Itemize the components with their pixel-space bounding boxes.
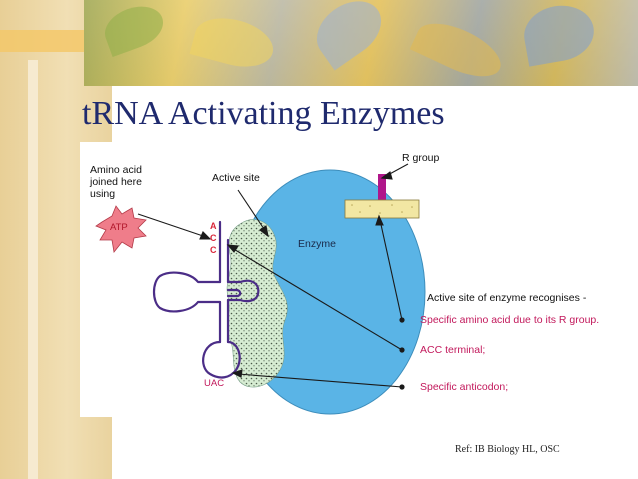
slide-title: tRNA Activating Enzymes bbox=[82, 95, 445, 132]
banner-leaf-2 bbox=[189, 10, 279, 75]
label-acc-c1: C bbox=[210, 233, 217, 243]
label-enzyme: Enzyme bbox=[298, 238, 336, 250]
bullet-acc bbox=[399, 347, 405, 353]
amino-acid-block bbox=[344, 199, 420, 219]
floral-banner bbox=[84, 0, 638, 88]
label-recognises-heading: Active site of enzyme recognises - bbox=[427, 292, 587, 304]
label-acc-c2: C bbox=[210, 245, 217, 255]
label-point-acc: ACC terminal; bbox=[420, 344, 486, 356]
amino-block-texture bbox=[351, 204, 413, 214]
banner-leaf-3 bbox=[305, 0, 393, 71]
bullet-amino-acid bbox=[399, 317, 405, 323]
left-decorative-band bbox=[28, 60, 38, 479]
label-r-group: R group bbox=[402, 152, 440, 164]
trna-molecule bbox=[152, 220, 260, 379]
trna-enzyme-diagram: Amino acid joined here using ATP Active … bbox=[80, 142, 638, 417]
bullet-anticodon bbox=[399, 384, 405, 390]
label-anticodon: UAC bbox=[204, 378, 225, 389]
label-point-amino-acid: Specific amino acid due to its R group. bbox=[420, 314, 600, 326]
banner-leaf-4 bbox=[409, 12, 509, 88]
reference-footer: Ref: IB Biology HL, OSC bbox=[455, 444, 560, 455]
label-acc-a: A bbox=[210, 221, 217, 231]
label-amino-acid-line1: Amino acid bbox=[90, 164, 142, 176]
label-active-site: Active site bbox=[212, 172, 260, 184]
label-amino-acid-line2: joined here bbox=[90, 176, 142, 188]
atp-star bbox=[95, 205, 147, 253]
diagram-graphics bbox=[95, 163, 426, 415]
label-atp: ATP bbox=[110, 222, 128, 233]
banner-leaf-5 bbox=[519, 0, 599, 67]
annotation-arrows bbox=[137, 163, 409, 388]
label-point-anticodon: Specific anticodon; bbox=[420, 381, 509, 393]
label-amino-acid-line3: using bbox=[90, 188, 116, 200]
r-group-bar bbox=[378, 174, 386, 200]
banner-leaf-1 bbox=[98, 0, 170, 58]
